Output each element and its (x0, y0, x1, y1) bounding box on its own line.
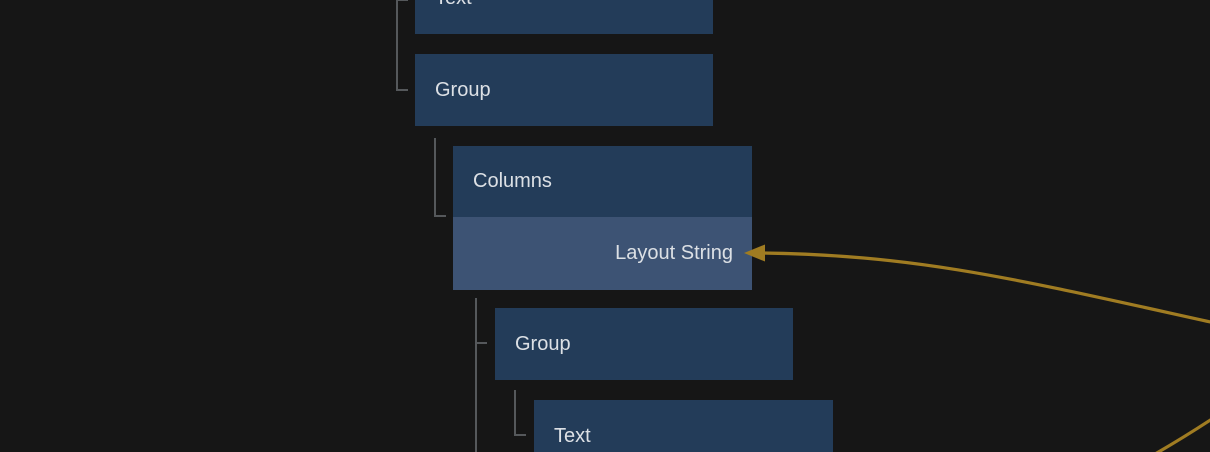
node-group-inner[interactable]: Group (495, 308, 793, 380)
tree-line-tick-group-inner (475, 342, 487, 344)
connection-edge-to-layout-string (761, 251, 1210, 324)
tree-line-vertical-4 (514, 390, 516, 436)
tree-line-corner-group-outer (396, 89, 408, 91)
tree-line-vertical-2 (434, 138, 436, 217)
connection-edge-bottom-right (1155, 418, 1210, 452)
node-label: Columns (473, 170, 552, 192)
node-label: Group (515, 332, 571, 355)
node-label: Text (435, 0, 472, 10)
tree-line-corner-text-bottom (514, 434, 526, 436)
node-group-outer[interactable]: Group (415, 54, 713, 126)
tree-line-vertical-1 (396, 0, 398, 91)
node-field-layout-string[interactable]: Layout String (453, 217, 752, 290)
node-text-top[interactable]: Text (415, 0, 713, 34)
field-label: Layout String (615, 242, 733, 264)
node-columns[interactable]: Columns Layout String (453, 146, 752, 290)
tree-line-vertical-3 (475, 298, 477, 452)
node-label: Text (554, 424, 591, 447)
tree-line-corner-columns (434, 215, 446, 217)
tree-line-tick-text-top (396, 0, 408, 1)
node-text-bottom[interactable]: Text (534, 400, 833, 452)
node-columns-header[interactable]: Columns (453, 146, 752, 217)
node-label: Group (435, 78, 491, 101)
